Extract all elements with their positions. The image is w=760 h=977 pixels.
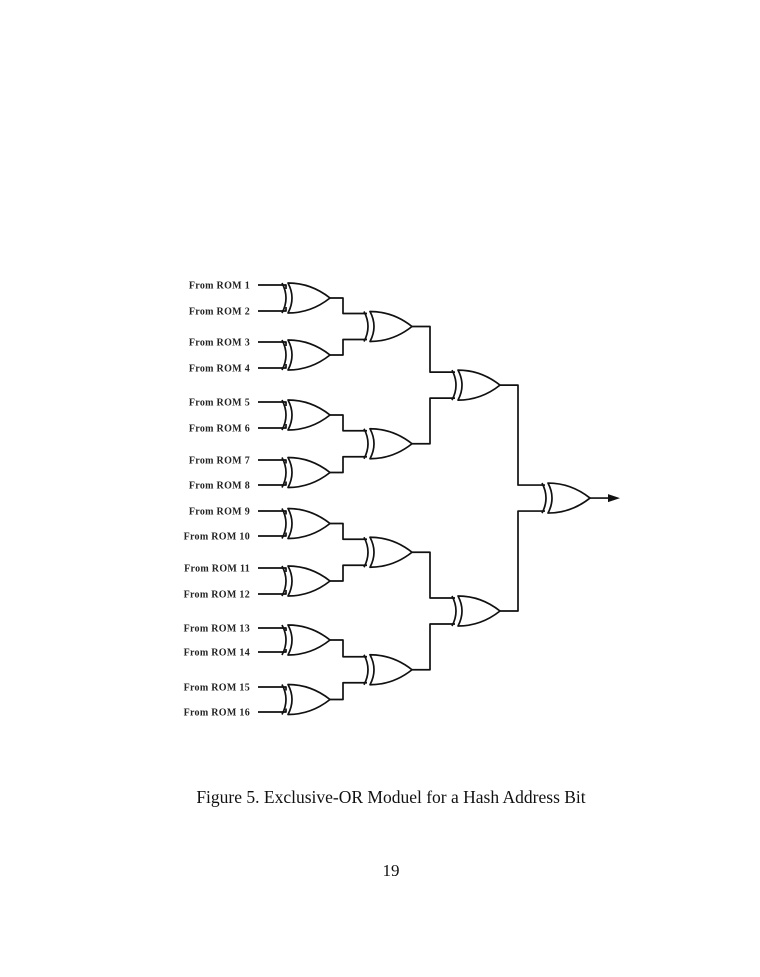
xor-gate-body — [287, 507, 331, 540]
xor-gate-body — [287, 282, 331, 314]
xor-gate-body — [369, 310, 413, 343]
input-wire — [258, 627, 287, 631]
connecting-wire — [330, 522, 367, 541]
input-label: From ROM 6 — [189, 424, 250, 435]
input-label: From ROM 10 — [184, 532, 250, 543]
connecting-wire — [330, 564, 367, 582]
figure-caption: Figure 5. Exclusive-OR Moduel for a Hash… — [196, 787, 586, 807]
xor-gate-input-curve — [451, 595, 457, 627]
xor-gate-body — [369, 653, 413, 686]
input-wire — [258, 424, 287, 429]
connecting-wire — [330, 338, 367, 356]
connecting-wire — [500, 384, 545, 486]
connecting-wire — [330, 639, 367, 658]
xor-gate-input-curve — [363, 654, 369, 686]
xor-gate-input-curve — [281, 624, 287, 656]
input-wire — [258, 341, 287, 346]
output-arrow-icon — [608, 494, 620, 503]
connecting-wire — [330, 455, 367, 474]
xor-gate-body — [457, 595, 501, 627]
xor-gate-input-curve — [281, 565, 287, 597]
connecting-wire — [330, 297, 367, 315]
input-wire — [258, 481, 287, 486]
input-label: From ROM 5 — [189, 398, 250, 409]
xor-gate-body — [287, 339, 331, 371]
input-wire — [258, 284, 287, 289]
xor-gate-input-curve — [541, 482, 547, 514]
xor-gate-input-curve — [363, 311, 369, 342]
xor-gate-body — [369, 427, 413, 460]
input-wire — [258, 590, 287, 595]
input-wire — [258, 401, 287, 406]
input-wire — [258, 686, 287, 691]
input-wire — [258, 708, 287, 713]
input-wire — [258, 532, 287, 537]
input-label: From ROM 1 — [189, 281, 250, 292]
xor-gate-input-curve — [363, 428, 369, 460]
connecting-wire — [412, 325, 455, 373]
input-label: From ROM 12 — [184, 590, 250, 601]
input-label: From ROM 3 — [189, 338, 250, 349]
xor-gate-input-curve — [451, 369, 457, 401]
input-wire — [258, 364, 287, 369]
input-wire — [258, 307, 287, 312]
page-number: 19 — [382, 861, 400, 880]
xor-gate-input-curve — [281, 457, 287, 488]
xor-gate-input-curve — [281, 684, 287, 715]
connecting-wire — [500, 510, 545, 612]
xor-gate-body — [457, 369, 501, 401]
xor-gate-input-curve — [281, 399, 287, 431]
connecting-wire — [412, 623, 455, 671]
input-wire — [258, 510, 287, 515]
input-wire — [258, 567, 287, 572]
input-label: From ROM 8 — [189, 481, 250, 492]
connecting-wire — [330, 681, 367, 701]
input-label: From ROM 4 — [189, 364, 250, 375]
connecting-wire — [412, 551, 455, 599]
input-label: From ROM 7 — [189, 456, 250, 467]
input-label: From ROM 14 — [184, 648, 250, 659]
xor-gate-body — [287, 565, 331, 597]
xor-gate-body — [287, 456, 331, 489]
xor-gate-input-curve — [281, 339, 287, 371]
xor-gate-body — [287, 683, 331, 716]
xor-gate-body — [369, 536, 413, 569]
input-wire — [258, 649, 287, 653]
xor-gate-body — [547, 482, 591, 514]
connecting-wire — [412, 397, 455, 445]
xor-gate-body — [287, 624, 331, 656]
xor-gate-input-curve — [363, 536, 369, 568]
xor-gate-input-curve — [281, 282, 287, 314]
connecting-wire — [330, 414, 367, 432]
input-wire — [258, 459, 287, 464]
xor-gate-input-curve — [281, 508, 287, 539]
input-label: From ROM 16 — [184, 708, 250, 719]
input-label: From ROM 15 — [184, 683, 250, 694]
input-label: From ROM 11 — [184, 564, 250, 575]
input-label: From ROM 13 — [184, 624, 250, 635]
xor-gate-body — [287, 399, 331, 431]
input-label: From ROM 2 — [189, 307, 250, 318]
input-label: From ROM 9 — [189, 507, 250, 518]
